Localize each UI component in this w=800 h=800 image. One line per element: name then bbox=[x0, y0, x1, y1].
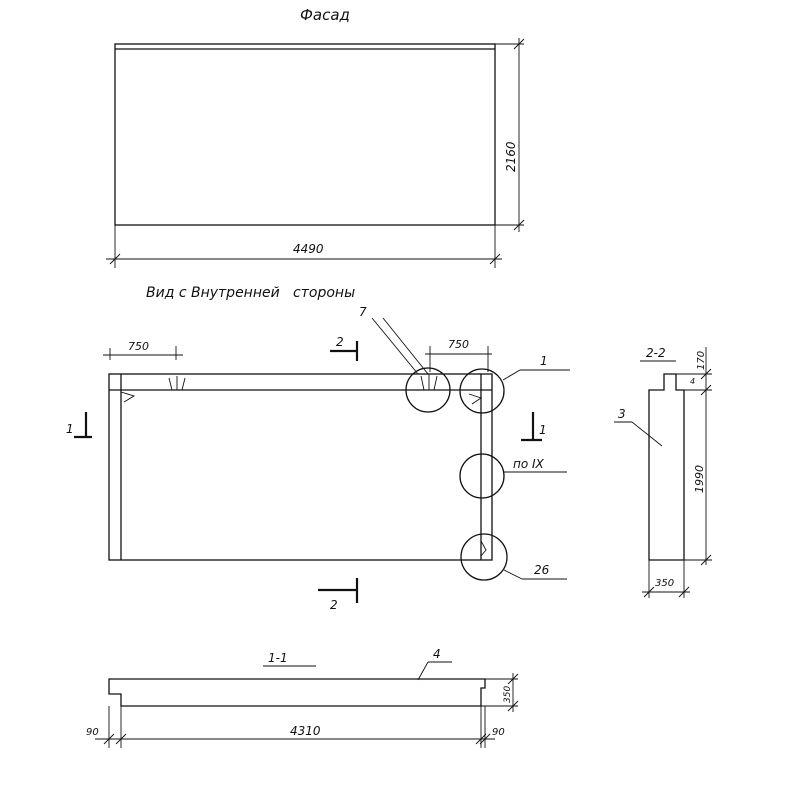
section-mark-1-left bbox=[74, 412, 92, 439]
facade-width-dimension bbox=[106, 225, 502, 268]
section-height-small-label: 4 bbox=[690, 377, 695, 386]
section-mark-1-left-label: 1 bbox=[66, 422, 74, 436]
section-mark-2-bottom bbox=[318, 578, 359, 603]
bottom-right-end-label: 90 bbox=[492, 727, 505, 738]
callout-3: 3 bbox=[618, 407, 626, 421]
facade-title: Фасад bbox=[300, 6, 350, 24]
callout-26: 26 bbox=[534, 563, 550, 577]
facade-height-label: 2160 bbox=[504, 141, 518, 172]
section-mark-1-right bbox=[521, 412, 542, 442]
bottom-length-label: 4310 bbox=[290, 724, 321, 738]
bottom-left-end-label: 90 bbox=[86, 727, 99, 738]
bottom-thickness-label: 350 bbox=[503, 686, 513, 703]
callout-4-leader bbox=[417, 661, 429, 681]
section-2-2-thickness-dimension bbox=[642, 560, 690, 598]
section-mark-2-top-label: 2 bbox=[336, 335, 344, 349]
section-2-2-title: 2-2 bbox=[646, 346, 666, 360]
section-1-1-title: 1-1 bbox=[268, 651, 288, 665]
left-offset-label: 750 bbox=[128, 340, 149, 353]
callout-po-ix: по IX bbox=[513, 457, 545, 471]
section-height-top-label: 170 bbox=[696, 351, 707, 370]
facade-width-label: 4490 bbox=[293, 242, 324, 256]
inner-panel bbox=[108, 373, 493, 561]
section-height-main-label: 1990 bbox=[693, 465, 706, 493]
section-2-2-height-dimension bbox=[676, 347, 712, 566]
section-2-2-profile bbox=[648, 373, 685, 561]
inner-view-title: Вид с Внутренней стороны bbox=[146, 285, 355, 301]
callout-1: 1 bbox=[540, 354, 548, 368]
callout-7: 7 bbox=[359, 305, 367, 319]
right-offset-label: 750 bbox=[448, 338, 469, 351]
section-mark-1-right-label: 1 bbox=[539, 423, 547, 437]
section-mark-2-top bbox=[330, 341, 359, 361]
detail-circles bbox=[405, 367, 508, 581]
facade-height-dimension bbox=[495, 38, 525, 232]
leader-lines bbox=[371, 317, 570, 580]
section-1-1-length-dimension bbox=[95, 706, 495, 748]
section-1-1-thickness-dimension bbox=[481, 673, 519, 712]
section-mark-2-bottom-label: 2 bbox=[330, 598, 338, 612]
facade-panel bbox=[114, 43, 496, 226]
section-1-1-profile bbox=[108, 678, 486, 707]
left-offset-dimension bbox=[103, 346, 183, 360]
callout-4: 4 bbox=[433, 647, 441, 661]
section-thickness-label: 350 bbox=[655, 578, 674, 589]
